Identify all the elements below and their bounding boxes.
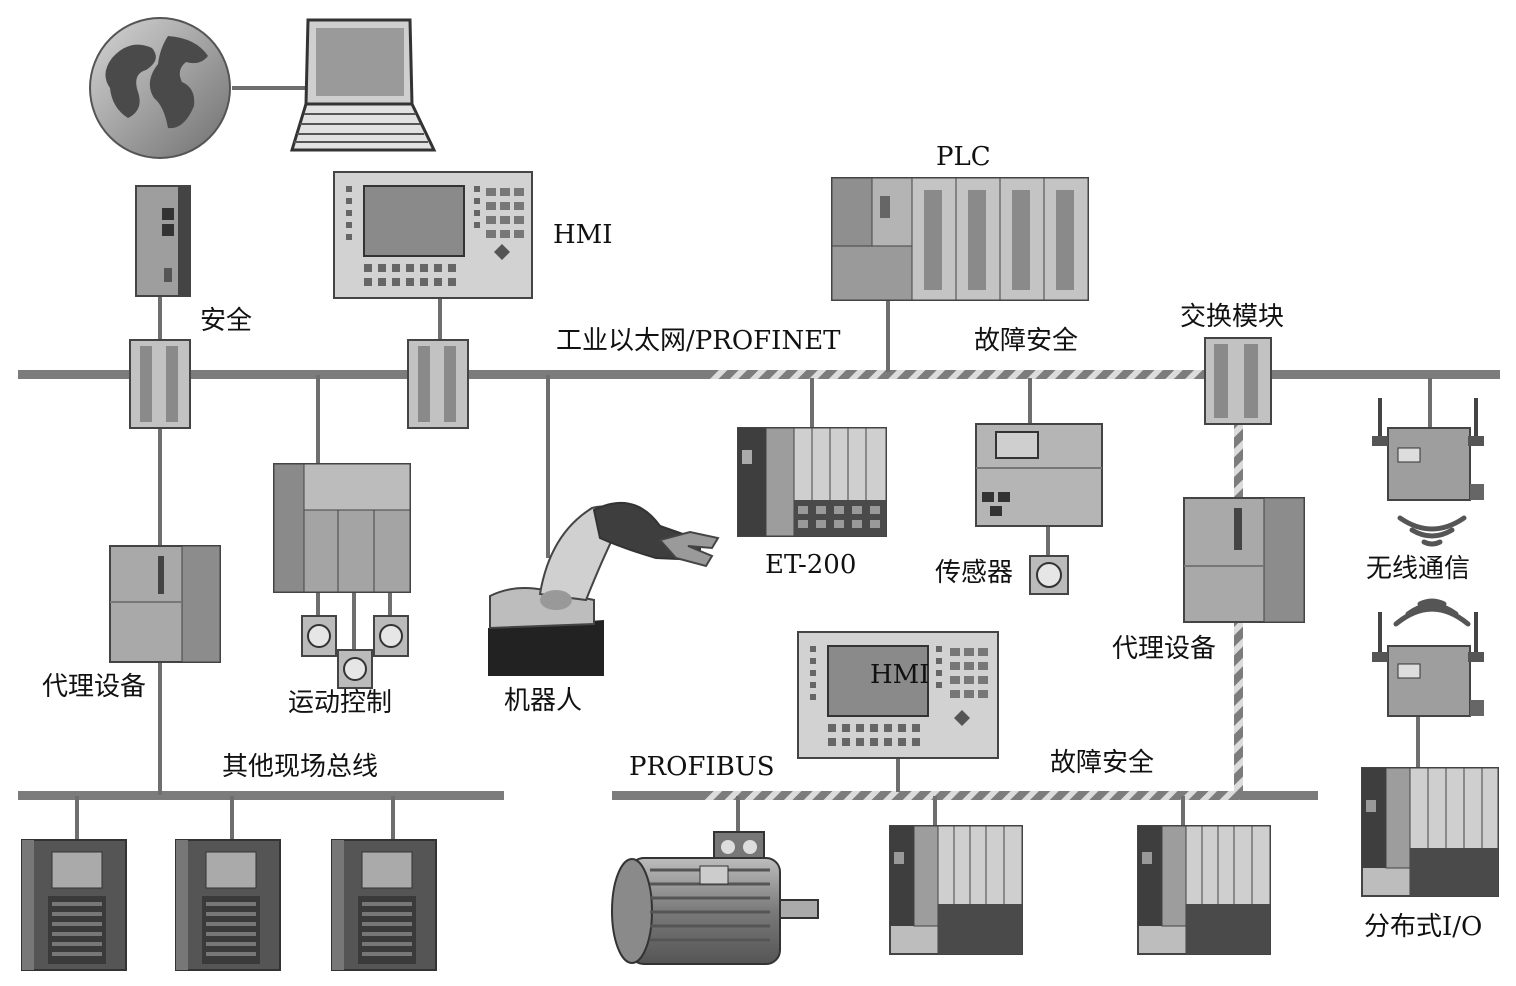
hmi-panel-top [333, 171, 533, 299]
label-sensor: 传感器 [935, 558, 1014, 588]
servo-motor-icon-2 [337, 649, 373, 689]
switch-module-hmi [407, 339, 469, 429]
label-wireless: 无线通信 [1366, 554, 1471, 584]
label-et200: ET-200 [765, 550, 857, 580]
distributed-io-station [1361, 767, 1499, 897]
sensor-controller-device [975, 423, 1103, 527]
other-fieldbus-line [18, 791, 504, 800]
laptop-computer-icon [289, 18, 437, 152]
label-security: 安全 [200, 306, 253, 336]
label-hmi-bottom: HMI [870, 660, 930, 690]
frequency-drive-1 [21, 839, 127, 971]
failsafe-io-station-1 [889, 825, 1023, 955]
label-motion-control: 运动控制 [288, 688, 393, 718]
industrial-robot-icon [488, 501, 720, 676]
label-other-fieldbus: 其他现场总线 [222, 752, 379, 782]
switch-module-left [129, 339, 191, 429]
sensor-icon [1029, 555, 1069, 595]
label-robot: 机器人 [504, 686, 583, 716]
internet-globe-icon [89, 17, 231, 159]
motion-control-drives [273, 463, 411, 593]
label-failsafe-top: 故障安全 [974, 326, 1079, 356]
label-proxy-left: 代理设备 [42, 672, 147, 702]
failsafe-profibus-segment [702, 791, 1240, 800]
failsafe-io-station-2 [1137, 825, 1271, 955]
plc-rack [831, 177, 1089, 301]
label-switch-module: 交换模块 [1180, 302, 1285, 332]
failsafe-ethernet-segment [710, 370, 1210, 379]
label-hmi-top: HMI [553, 220, 613, 250]
industrial-ethernet-bus [18, 370, 710, 379]
switch-module-right [1204, 337, 1272, 425]
label-distributed-io: 分布式I/O [1364, 912, 1483, 942]
label-industrial-ethernet: 工业以太网/PROFINET [556, 326, 841, 356]
profibus-line-right [1240, 791, 1318, 800]
profibus-line [612, 791, 702, 800]
wireless-access-point-top [1372, 398, 1484, 501]
servo-motor-icon-1 [301, 615, 337, 657]
frequency-drive-3 [331, 839, 437, 971]
industrial-ethernet-bus-right [1210, 370, 1500, 379]
electric-motor-icon [611, 831, 819, 965]
et200-io-station [737, 427, 887, 537]
wireless-access-point-bottom [1372, 612, 1484, 717]
label-proxy-right: 代理设备 [1112, 634, 1217, 664]
wireless-signal-icon-up [1393, 598, 1471, 627]
label-plc: PLC [936, 142, 991, 172]
proxy-device-right [1183, 497, 1305, 623]
hmi-panel-bottom [797, 631, 999, 759]
proxy-device-left [109, 545, 221, 663]
wireless-signal-icon-down [1397, 515, 1467, 547]
security-module-device [135, 185, 191, 297]
frequency-drive-2 [175, 839, 281, 971]
label-profibus: PROFIBUS [629, 752, 775, 782]
label-failsafe-bottom: 故障安全 [1050, 748, 1155, 778]
servo-motor-icon-3 [373, 615, 409, 657]
